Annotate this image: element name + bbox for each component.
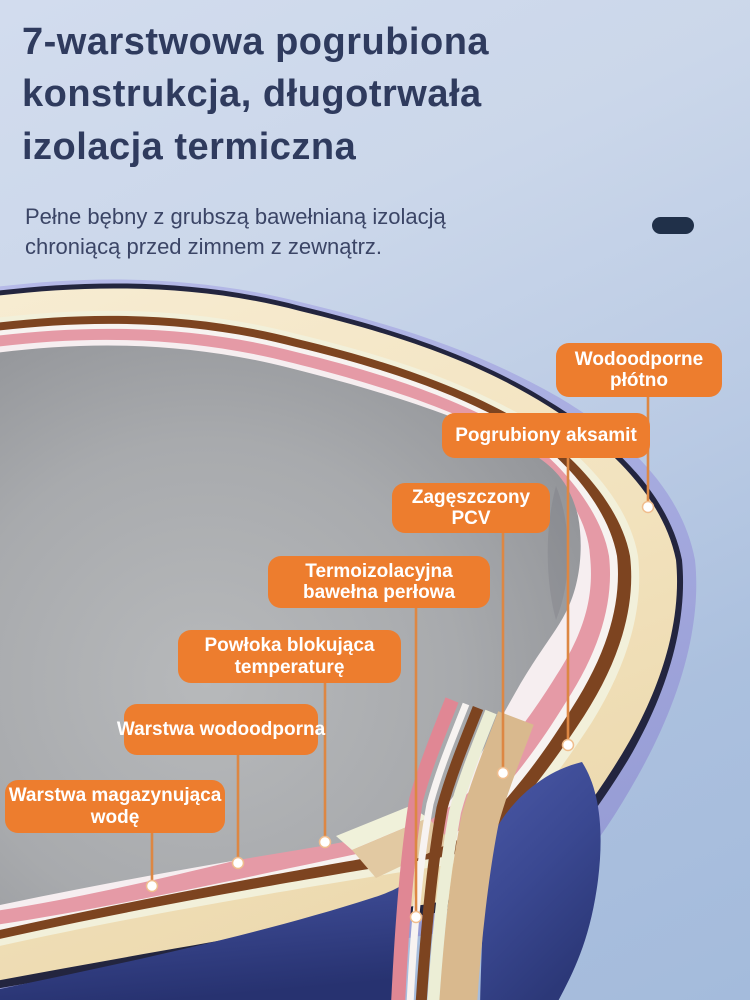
title-line-1: 7-warstwowa pogrubiona (22, 21, 490, 63)
layer-label-thick-velvet: Pogrubiony aksamit (442, 413, 650, 458)
layer-label-waterproof-canvas: Wodoodporne płótno (556, 343, 722, 397)
layer-label-pearl-cotton: Termoizolacyjna bawełna perłowa (268, 556, 490, 608)
layer-label-dense-pvc: Zagęszczony PCV (392, 483, 550, 533)
fold-facet-pale (336, 806, 428, 850)
title-line-3: izolacja termiczna (22, 125, 357, 168)
layer-label-waterproof-layer: Warstwa wodoodporna (117, 704, 325, 755)
layer-label-water-storage: Warstwa magazynująca wodę (5, 780, 225, 833)
layer-label-temp-block-coating: Powłoka blokująca temperaturę (178, 630, 401, 683)
decorative-dash-pill (652, 217, 694, 234)
wall-stripe-pink (391, 697, 459, 1000)
interior-corner-shadow (547, 486, 569, 620)
subtitle-line-1: Pełne bębny z grubszą bawełnianą izolacj… (25, 204, 446, 229)
shell-right-wall (480, 762, 601, 1000)
wall-stripe-brown (415, 705, 484, 1000)
page-title: 7-warstwowa pogrubiona konstrukcja, dług… (22, 16, 662, 173)
leader-dots (145, 500, 655, 924)
shell-bottom-left (0, 884, 404, 1000)
wall-stripe-pale (427, 709, 497, 1000)
subtitle-line-2: chroniącą przed zimnem z zewnątrz. (25, 233, 383, 259)
page-subtitle: Pełne bębny z grubszą bawełnianą izolacj… (25, 202, 545, 262)
wall-stripe-white (406, 702, 470, 1000)
wall-stripe-tan (439, 711, 534, 1000)
title-line-2: konstrukcja, długotrwała (22, 73, 482, 116)
